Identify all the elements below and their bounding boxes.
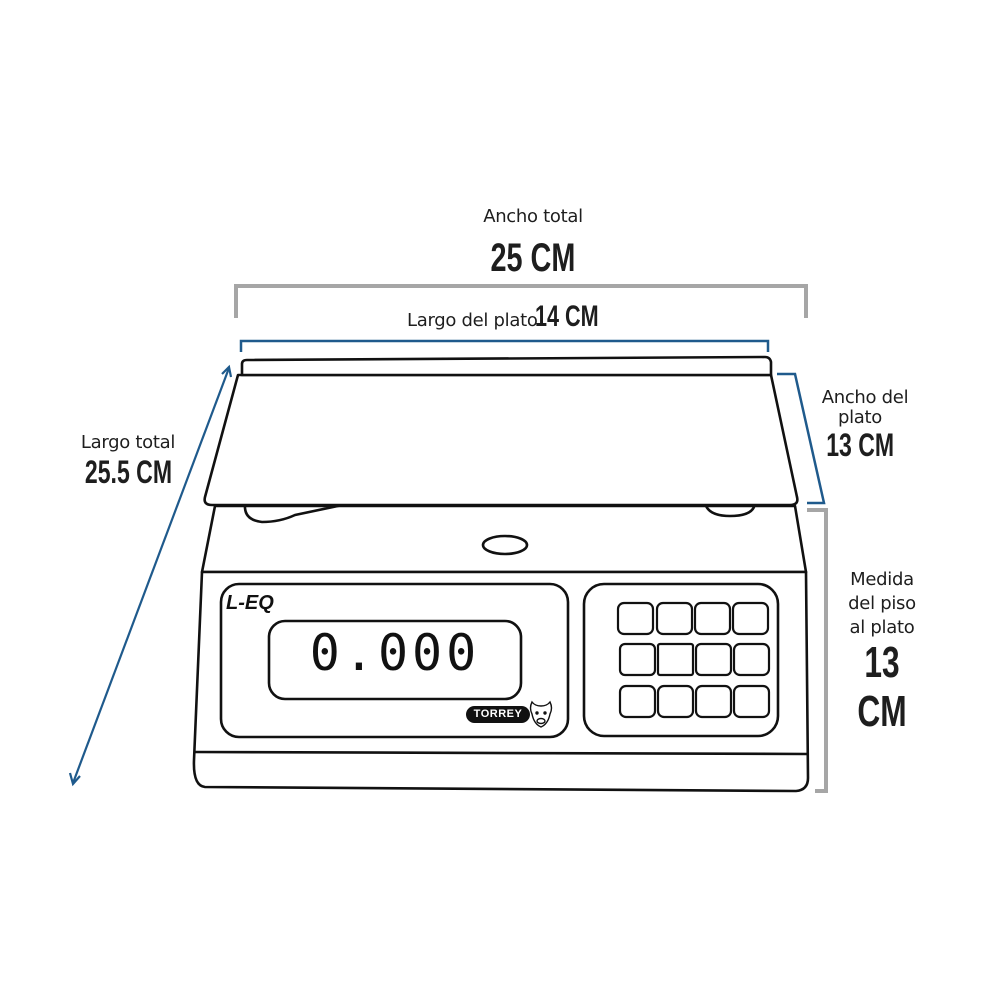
plate-length-bracket [239, 339, 770, 352]
total-width-value: 25 CM [490, 236, 576, 280]
total-width-value-wrap: 25 CM [433, 236, 633, 280]
brand-label: TORREY [473, 708, 523, 720]
key [616, 601, 655, 636]
key [693, 601, 732, 636]
key [656, 684, 695, 719]
key [655, 601, 694, 636]
key [618, 642, 657, 677]
plate-width-value: 13 CM [826, 426, 894, 463]
total-width-bracket [234, 284, 808, 318]
total-width-label: Ancho total [483, 206, 583, 227]
floor-to-plate-label-3: al plato [849, 616, 915, 638]
plate-width-bracket [777, 372, 826, 505]
total-length-arrow [68, 364, 233, 787]
total-width-label-group: Ancho total [433, 207, 633, 227]
floor-to-plate-bracket [807, 508, 828, 793]
key [694, 642, 733, 677]
display-reading: 0.000 [309, 624, 481, 682]
key [694, 684, 733, 719]
floor-to-plate-label-2: del piso [848, 592, 916, 614]
floor-to-plate-value: 13 CM [857, 638, 907, 736]
total-length-group: Largo total 25.5 CM [58, 433, 198, 490]
model-label: L-EQ [226, 592, 274, 614]
floor-to-plate-label-1: Medida [850, 569, 914, 590]
plate-width-group: Ancho del plato 13 CM [800, 388, 930, 463]
key [618, 684, 657, 719]
torrey-logo [466, 700, 553, 728]
key [731, 601, 770, 636]
key [656, 642, 695, 677]
plate-width-label-1: Ancho del [821, 387, 909, 408]
key [732, 684, 771, 719]
plate-width-label-2: plato [837, 406, 883, 428]
scale-body [192, 355, 810, 793]
total-length-label: Largo total [80, 432, 176, 453]
plate-length-label: Largo del plato [406, 310, 538, 331]
total-length-value: 25.5 CM [84, 453, 172, 490]
plate-length-value: 14 CM [534, 300, 599, 333]
keypad [616, 601, 771, 719]
plate-length-group: Largo del plato 14 CM [380, 300, 650, 333]
floor-to-plate-group: Medida del piso al plato 13 CM [822, 570, 942, 736]
key [732, 642, 771, 677]
bull-icon [529, 700, 553, 728]
